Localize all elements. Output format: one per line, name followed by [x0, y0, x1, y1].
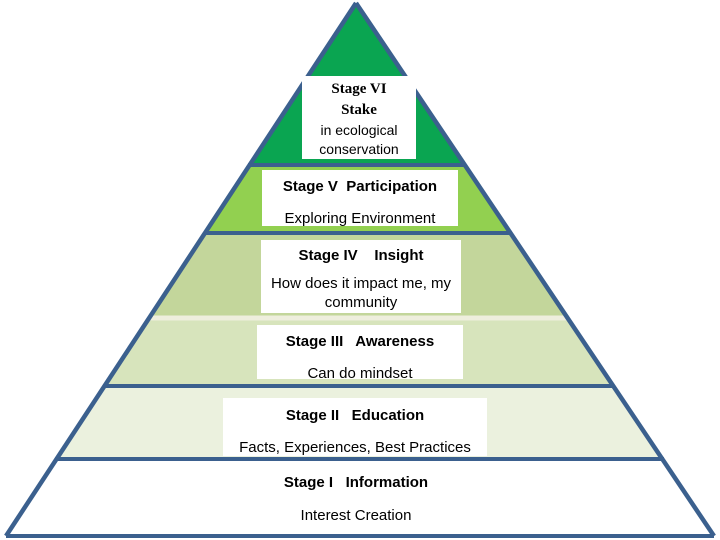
- stage-3-label-box: Stage III Awareness Can do mindset: [257, 325, 463, 382]
- stage-4-label-box: Stage IV Insight How does it impact me, …: [261, 240, 461, 313]
- stage-2-description: Facts, Experiences, Best Practices: [239, 439, 471, 456]
- stage-5-description: Exploring Environment: [284, 210, 436, 227]
- stage-6-description: in ecological conservation: [319, 122, 402, 157]
- stage-2-label-box: Stage II Education Facts, Experiences, B…: [223, 398, 487, 456]
- stage-3-title: Stage III Awareness: [285, 333, 435, 350]
- stage-6-label-box: Stage VI Stake in ecological conservatio…: [302, 76, 416, 159]
- stage-1-band: [6, 459, 714, 536]
- stage-4-description: How does it impact me, my community: [270, 275, 456, 311]
- pyramid-left-edge: [4, 1, 358, 538]
- stage-2-title: Stage II Education: [285, 407, 425, 424]
- stage-5-label-box: Stage V Participation Exploring Environm…: [262, 170, 458, 227]
- stage-1-description: Interest Creation: [300, 507, 412, 524]
- stage-3-description: Can do mindset: [307, 365, 413, 382]
- stage-4-title: Stage IV Insight: [298, 247, 424, 264]
- stage-1-label-box: Stage I Information Interest Creation: [206, 469, 506, 527]
- stage-5-title: Stage V Participation: [282, 178, 438, 195]
- stage-1-title: Stage I Information: [283, 474, 429, 491]
- stage-6-subtitle: Stake: [341, 102, 377, 118]
- stage-6-title: Stage VI: [331, 81, 387, 97]
